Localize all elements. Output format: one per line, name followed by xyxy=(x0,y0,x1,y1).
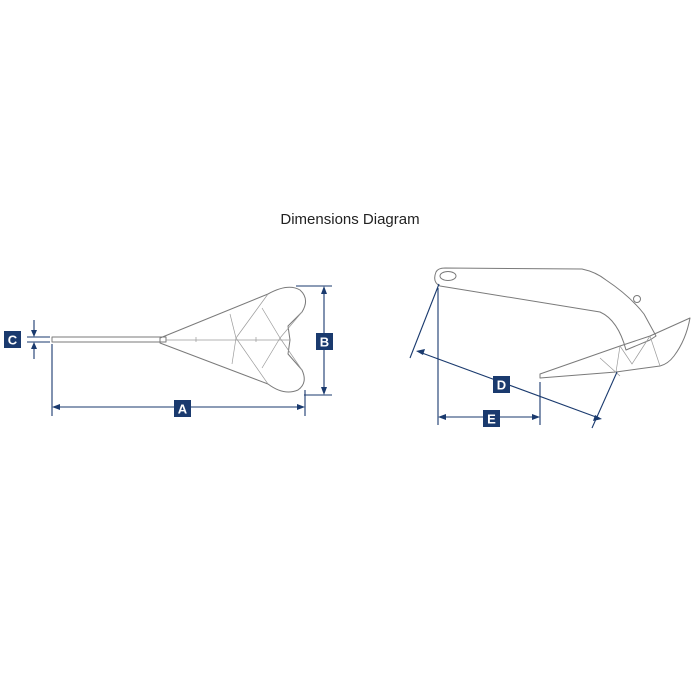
anchor-shank-side xyxy=(434,267,657,351)
shackle-hole xyxy=(439,271,457,281)
dimension-e xyxy=(437,288,541,425)
anchor-fluke-top xyxy=(159,286,306,393)
label-d: D xyxy=(497,378,506,393)
anchor-side-view xyxy=(434,267,691,379)
label-c-badge: C xyxy=(4,331,21,348)
label-b-badge: B xyxy=(316,333,333,350)
label-a-badge: A xyxy=(174,400,191,417)
anchor-top-view xyxy=(51,286,306,393)
anchor-fluke-side xyxy=(539,317,691,379)
dimension-d xyxy=(409,283,618,429)
diagram-title: Dimensions Diagram xyxy=(280,211,420,228)
pin-hole xyxy=(633,295,641,303)
dimension-c xyxy=(27,320,50,359)
label-b: B xyxy=(320,335,329,350)
label-c: C xyxy=(8,333,18,348)
label-e-badge: E xyxy=(483,410,500,427)
anchor-shank-top xyxy=(51,336,167,343)
label-a: A xyxy=(178,402,188,417)
label-e: E xyxy=(487,412,496,427)
label-d-badge: D xyxy=(493,376,510,393)
